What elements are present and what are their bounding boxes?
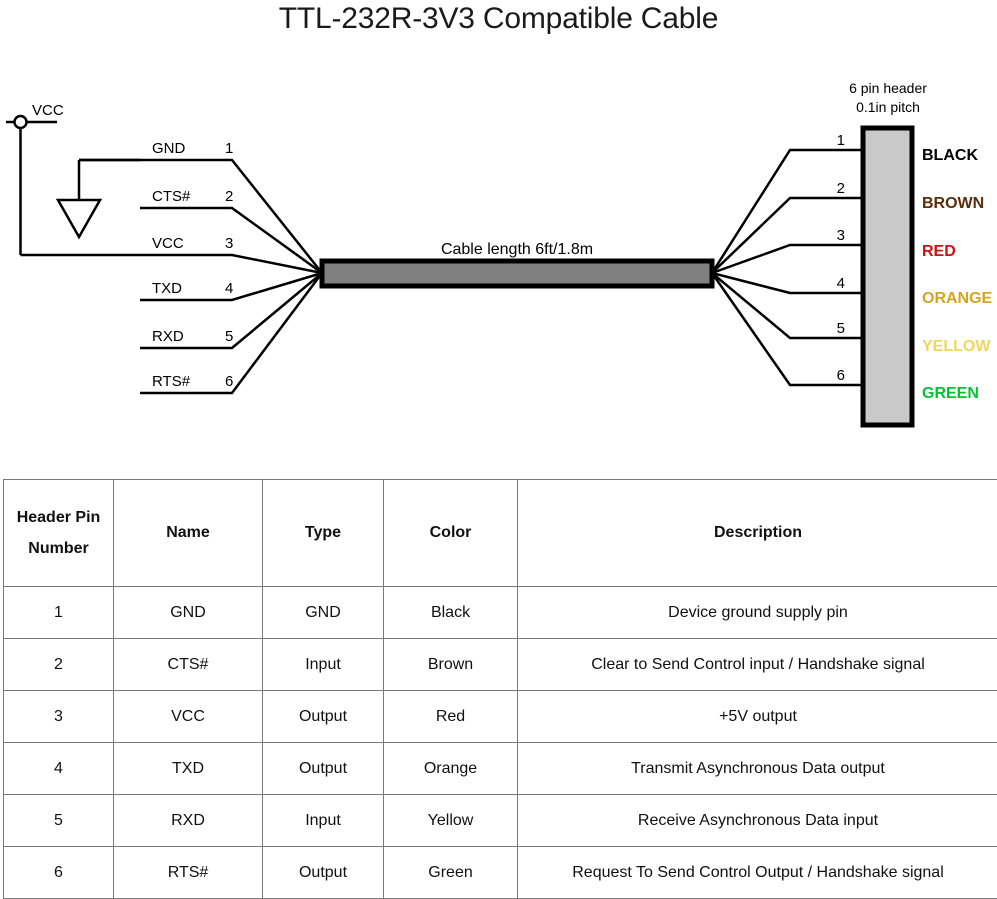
cell-pin: 4 [4, 743, 114, 795]
cell-pin: 2 [4, 639, 114, 691]
left-signal-pin-5: 5 [225, 328, 233, 345]
cable-length-label: Cable length 6ft/1.8m [441, 241, 593, 258]
cell-color: Orange [384, 743, 518, 795]
cell-type: Output [263, 847, 384, 899]
table-header-type: Type [263, 480, 384, 587]
cell-type: Input [263, 639, 384, 691]
wire-color-label-5: YELLOW [922, 338, 991, 355]
cell-description: Receive Asynchronous Data input [518, 795, 997, 847]
cell-color: Brown [384, 639, 518, 691]
table-header-pin-line2: Number [4, 533, 113, 564]
table-row: 5 RXD Input Yellow Receive Asynchronous … [4, 795, 997, 847]
cell-pin: 6 [4, 847, 114, 899]
table-row: 2 CTS# Input Brown Clear to Send Control… [4, 639, 997, 691]
cable-body [322, 261, 712, 286]
left-signal-name-5: RXD [152, 328, 184, 345]
cell-color: Black [384, 587, 518, 639]
cell-type: Output [263, 743, 384, 795]
vcc-terminal-label: VCC [32, 102, 64, 119]
ground-symbol [58, 160, 140, 237]
header-pin-number-5: 5 [837, 320, 845, 337]
cell-name: CTS# [114, 639, 263, 691]
table-row: 1 GND GND Black Device ground supply pin [4, 587, 997, 639]
cell-pin: 5 [4, 795, 114, 847]
cell-color: Green [384, 847, 518, 899]
cell-description: Device ground supply pin [518, 587, 997, 639]
cell-description: +5V output [518, 691, 997, 743]
wire-color-legend: BLACK BROWN RED ORANGE YELLOW GREEN [922, 147, 993, 402]
left-signal-name-3: VCC [152, 235, 184, 252]
header-note-line2: 0.1in pitch [856, 99, 920, 115]
pin-header-block [863, 128, 912, 425]
cell-description: Transmit Asynchronous Data output [518, 743, 997, 795]
cell-pin: 3 [4, 691, 114, 743]
left-signal-name-1: GND [152, 140, 186, 157]
cell-name: RTS# [114, 847, 263, 899]
table-row: 4 TXD Output Orange Transmit Asynchronou… [4, 743, 997, 795]
left-signal-pin-6: 6 [225, 373, 233, 390]
table-header-name: Name [114, 480, 263, 587]
cell-color: Red [384, 691, 518, 743]
cell-name: GND [114, 587, 263, 639]
left-signal-wires [79, 160, 322, 393]
ground-triangle-icon [58, 200, 100, 237]
cell-description: Clear to Send Control input / Handshake … [518, 639, 997, 691]
header-pin-number-1: 1 [837, 132, 845, 149]
left-signal-pin-3: 3 [225, 235, 233, 252]
left-signal-name-2: CTS# [152, 188, 191, 205]
left-signal-name-4: TXD [152, 280, 182, 297]
header-pin-numbers: 1 2 3 4 5 6 [837, 132, 845, 384]
cell-description: Request To Send Control Output / Handsha… [518, 847, 997, 899]
header-pin-number-6: 6 [837, 367, 845, 384]
cell-type: Output [263, 691, 384, 743]
cell-color: Yellow [384, 795, 518, 847]
header-pin-number-4: 4 [837, 275, 845, 292]
page-title: TTL-232R-3V3 Compatible Cable [0, 2, 997, 36]
cell-name: RXD [114, 795, 263, 847]
cell-type: GND [263, 587, 384, 639]
wire-color-label-3: RED [922, 243, 956, 260]
table-header-pin-number: Header Pin Number [4, 480, 114, 587]
wire-color-label-1: BLACK [922, 147, 978, 164]
cable-wiring-diagram: VCC GND 1 [0, 60, 997, 470]
left-signal-pin-2: 2 [225, 188, 233, 205]
table-header-pin-line1: Header Pin [4, 502, 113, 533]
wire-color-label-4: ORANGE [922, 290, 993, 307]
left-signal-name-6: RTS# [152, 373, 191, 390]
wire-color-label-2: BROWN [922, 195, 984, 212]
header-note-line1: 6 pin header [849, 80, 927, 96]
table-row: 3 VCC Output Red +5V output [4, 691, 997, 743]
left-signal-pin-1: 1 [225, 140, 233, 157]
vcc-terminal: VCC [6, 102, 140, 255]
cell-name: TXD [114, 743, 263, 795]
table-header-description: Description [518, 480, 997, 587]
cell-name: VCC [114, 691, 263, 743]
header-pin-number-2: 2 [837, 180, 845, 197]
header-pin-number-3: 3 [837, 227, 845, 244]
vcc-terminal-node [15, 116, 27, 128]
left-signal-labels: GND 1 CTS# 2 VCC 3 TXD 4 RXD 5 RTS# 6 [152, 140, 233, 390]
cell-type: Input [263, 795, 384, 847]
table-header-row: Header Pin Number Name Type Color Descri… [4, 480, 997, 587]
pinout-table: Header Pin Number Name Type Color Descri… [3, 479, 997, 899]
table-header-color: Color [384, 480, 518, 587]
table-row: 6 RTS# Output Green Request To Send Cont… [4, 847, 997, 899]
left-signal-pin-4: 4 [225, 280, 233, 297]
wire-color-label-6: GREEN [922, 385, 979, 402]
cell-pin: 1 [4, 587, 114, 639]
